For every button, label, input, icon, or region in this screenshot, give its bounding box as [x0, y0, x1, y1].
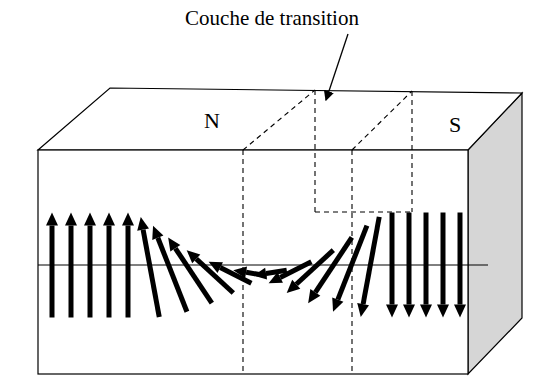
- moment-head: [332, 297, 343, 311]
- moment-head: [437, 305, 449, 318]
- transition-layer: [243, 90, 412, 374]
- moment-head: [454, 305, 466, 318]
- moment-shaft: [196, 259, 233, 293]
- moment-shaft: [424, 213, 429, 305]
- pole-label: N: [204, 110, 220, 132]
- moment-shaft: [390, 213, 395, 305]
- pole-label: S: [449, 114, 461, 136]
- top-face: [38, 88, 522, 150]
- moment-shaft: [296, 250, 333, 284]
- moment-shaft: [441, 213, 446, 305]
- moment-head: [403, 305, 415, 318]
- moment-shaft: [458, 213, 463, 305]
- moment-head: [253, 268, 267, 280]
- moment-head: [103, 213, 115, 226]
- moment-head: [420, 305, 432, 318]
- moment-head: [152, 226, 163, 240]
- leader-line: [326, 34, 348, 100]
- moment-head: [137, 217, 149, 231]
- moment-shaft: [107, 226, 112, 318]
- moment-head: [287, 280, 301, 293]
- moment-shaft: [50, 226, 55, 318]
- moment-head: [84, 213, 96, 226]
- moment-head: [308, 289, 320, 303]
- moment-head: [209, 262, 223, 273]
- moment-head: [46, 213, 58, 226]
- moment-shaft: [143, 230, 159, 317]
- moment-shaft: [338, 226, 367, 300]
- moment-shaft: [88, 226, 93, 318]
- moment-head: [386, 305, 398, 318]
- moment-head: [357, 303, 369, 317]
- moment-head: [233, 266, 247, 278]
- moment-shaft: [126, 226, 131, 318]
- front-face: [38, 150, 468, 374]
- moment-head: [122, 213, 134, 226]
- moment-shaft: [69, 226, 74, 318]
- callout-label: Couche de transition: [185, 8, 359, 29]
- moment-head: [65, 213, 77, 226]
- moment-head: [187, 250, 201, 263]
- moment-shaft: [407, 213, 412, 305]
- moment-shaft: [363, 217, 379, 304]
- axis-line: [38, 265, 488, 266]
- moment-shaft: [175, 248, 211, 303]
- moment-shaft: [158, 238, 187, 312]
- moment-head: [269, 272, 283, 283]
- magnetic-moments: [46, 213, 466, 318]
- moment-head: [168, 237, 180, 251]
